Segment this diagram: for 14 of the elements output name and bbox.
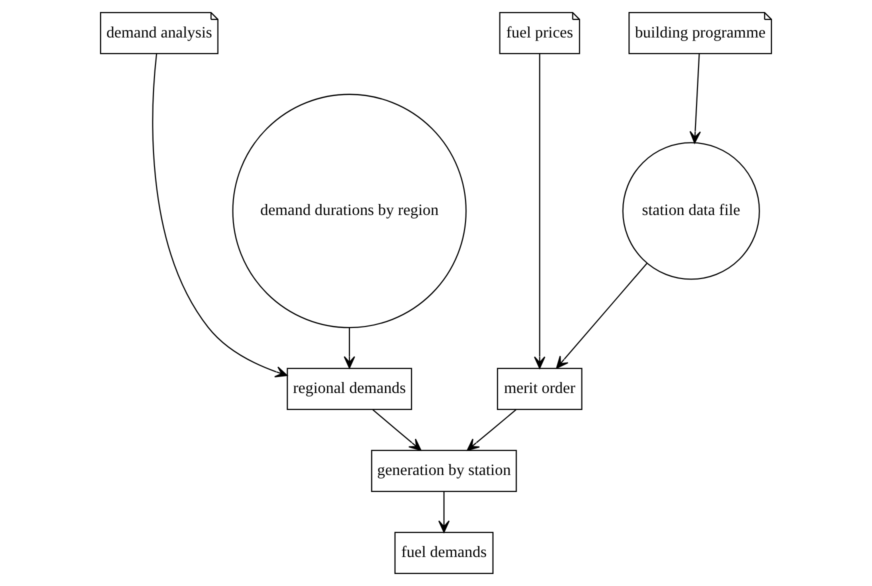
arrow	[466, 409, 516, 451]
arrow	[556, 263, 648, 369]
node-box: regional demands	[286, 368, 412, 410]
arrow	[152, 54, 288, 378]
node-box: merit order	[496, 368, 582, 410]
node-box: fuel demands	[394, 532, 494, 574]
arrow	[344, 328, 356, 369]
node-box: generation by station	[371, 450, 517, 492]
node-circle: station data file	[622, 142, 760, 280]
node-circle: demand durations by region	[232, 94, 467, 328]
arrow	[690, 54, 701, 144]
arrow	[372, 409, 422, 451]
arrow	[534, 54, 546, 369]
arrow	[438, 492, 450, 533]
